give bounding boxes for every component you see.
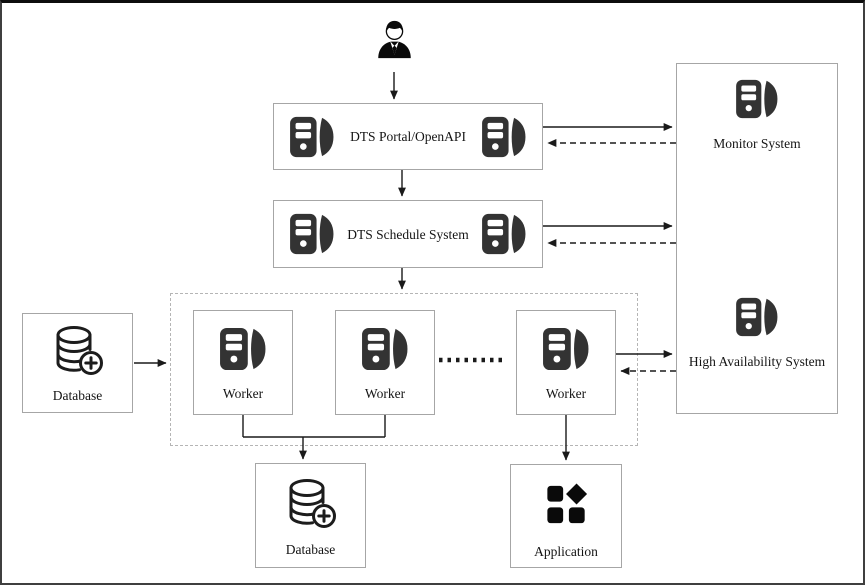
server-icon	[289, 116, 335, 158]
database-add-icon	[51, 324, 105, 378]
server-icon	[361, 327, 409, 371]
node-dts-portal-label: DTS Portal/OpenAPI	[350, 129, 466, 144]
node-worker-2: Worker	[335, 310, 435, 415]
worker-group-container	[170, 293, 638, 446]
server-icon	[289, 213, 335, 255]
node-worker-1-label: Worker	[222, 386, 264, 401]
node-source-database: Database	[22, 313, 133, 413]
server-icon	[735, 297, 779, 337]
node-worker-3: Worker	[516, 310, 616, 415]
node-application: Application	[510, 464, 622, 568]
node-worker-1: Worker	[193, 310, 293, 415]
application-grid-icon	[544, 483, 589, 527]
node-worker-3-label: Worker	[545, 386, 587, 401]
node-dts-schedule-label: DTS Schedule System	[347, 226, 469, 242]
node-right-panel: Monitor System High Availability System	[676, 63, 838, 414]
high-availability-section: High Availability System	[677, 297, 837, 370]
node-source-database-label: Database	[52, 388, 103, 403]
server-icon	[735, 79, 779, 119]
node-application-label: Application	[534, 544, 598, 559]
node-target-database: Database	[255, 463, 366, 568]
database-add-icon	[284, 477, 338, 531]
monitor-system-label: Monitor System	[713, 136, 801, 151]
node-dts-schedule: DTS Schedule System	[273, 200, 543, 268]
high-availability-label: High Availability System	[688, 354, 826, 369]
node-worker-2-label: Worker	[364, 386, 406, 401]
node-target-database-label: Database	[285, 542, 336, 557]
server-icon	[481, 116, 527, 158]
server-icon	[219, 327, 267, 371]
user-icon	[375, 13, 414, 69]
node-dts-portal: DTS Portal/OpenAPI	[273, 103, 543, 170]
monitor-system-section: Monitor System	[677, 79, 837, 152]
server-icon	[542, 327, 590, 371]
server-icon	[481, 213, 527, 255]
